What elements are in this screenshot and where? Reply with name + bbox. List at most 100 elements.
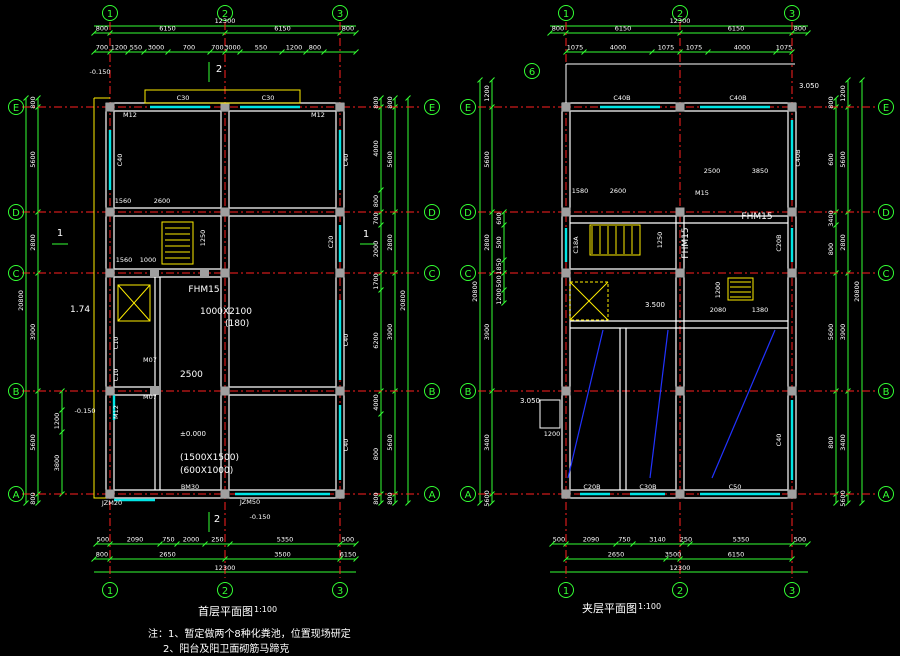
window-tag-c10-b: C10 [112, 369, 120, 382]
bottom-dim-1-text: 500 [97, 536, 109, 544]
column [335, 102, 345, 112]
r-top-dim-1-text: 6150 [615, 25, 632, 33]
dim-tick [833, 95, 839, 101]
axis2-bottom-2-label: 2 [677, 586, 683, 597]
right-dim-2-text: 1700 [372, 273, 380, 290]
door-tag-m07-b: M07 [143, 393, 157, 401]
bottom-dim-2-text: 3500 [274, 551, 291, 559]
r-dim-2500: 2500 [704, 167, 721, 175]
dim-tick [378, 95, 384, 101]
dim-tick [649, 49, 655, 55]
window-tag-c40-a: C40 [116, 154, 124, 167]
column [150, 386, 159, 395]
dim-tick [833, 500, 839, 506]
r-tag-c40: C40 [775, 434, 783, 447]
dim-tick [279, 49, 285, 55]
stair-outline [161, 221, 194, 265]
elev-ground: ±0.000 [180, 430, 206, 438]
axis2-top-2-label: 2 [677, 9, 683, 20]
axis-top-1-label: 1 [107, 9, 113, 20]
r-left-dim-1-text: 3900 [483, 324, 491, 341]
dim-tick [549, 541, 555, 547]
bottom-dim-1-text: 2090 [127, 536, 144, 544]
r-dim-1380: 1380 [752, 306, 769, 314]
column [200, 268, 209, 277]
axis-right-B-circle [424, 383, 440, 399]
top-dim-1-text: 800 [96, 25, 108, 33]
r-right-dim-1-text: 2800 [839, 234, 847, 251]
dim-tick [378, 222, 384, 228]
column [335, 207, 345, 217]
r-section-mark-6-circle [524, 63, 540, 79]
dim-tick [489, 209, 495, 215]
window-tag-c40-c: C40 [342, 334, 350, 347]
r-bottom-dim-1-text: 250 [680, 536, 692, 544]
bottom-dim-1-text: 5350 [277, 536, 294, 544]
dimension-lines [23, 25, 865, 573]
r-dim-3850: 3850 [752, 167, 769, 175]
left-dim-2-text: 3800 [53, 455, 61, 472]
dim-tick [805, 30, 811, 36]
axis-left-C-circle [8, 265, 24, 281]
dim-tick [805, 541, 811, 547]
balcony-outline [93, 98, 106, 499]
axis-right-C-label: C [429, 269, 436, 280]
ground-plan-title: 首层平面图 [198, 605, 253, 618]
r-elevator-shaft [569, 281, 609, 321]
r-tag-c50: C50 [729, 483, 742, 491]
top-dim-2-text: 3000 [224, 44, 241, 52]
r-tag-c20b-2: C20B [583, 483, 600, 491]
axis-bottom-1-label: 1 [107, 586, 113, 597]
r-bottom-dim-2-text: 6150 [728, 551, 745, 559]
column [787, 268, 797, 278]
axis-left-A-circle [8, 486, 24, 502]
top-dim-2-text: 700 [211, 44, 223, 52]
right-dim-1-text: 5600 [386, 434, 394, 451]
r-left-dim-1-text: 5600 [483, 151, 491, 168]
dim-tick [353, 30, 359, 36]
right-dim-2-text: 700 [372, 212, 380, 224]
dim-tick [23, 95, 29, 101]
dim-tick [237, 49, 243, 55]
dim-tick [125, 49, 131, 55]
column [105, 489, 115, 499]
dim-tick [677, 556, 683, 562]
column [220, 268, 230, 278]
r-top-dim-1-text: 6150 [728, 25, 745, 33]
r-right-dim-2-text: 800 [827, 243, 835, 255]
top-dim-2-text: 550 [130, 44, 142, 52]
right-dim-2-text: 800 [372, 195, 380, 207]
columns [105, 102, 797, 499]
door-tag-jzm50: JZM50 [239, 498, 260, 506]
dim-tick [563, 556, 569, 562]
axis-left-E-label: E [13, 103, 19, 114]
dim-tick [165, 49, 171, 55]
r-top-dim-2-text: 1075 [567, 44, 584, 52]
axis2-left-D-label: D [464, 208, 472, 219]
section-mark-2b: 2 [214, 514, 220, 525]
axis2-right-C-circle [878, 265, 894, 281]
dim-tick [563, 541, 569, 547]
axis-bottom-3-label: 3 [337, 586, 343, 597]
bottom-dim-2-text: 2650 [159, 551, 176, 559]
r-right-dim-2-text: 3400 [827, 210, 835, 227]
hole-size-1: (1500X1500) [180, 453, 239, 463]
axis-bottom-3-circle [332, 582, 348, 598]
axis2-bottom-1-label: 1 [563, 586, 569, 597]
door-size-1b: (180) [225, 319, 249, 329]
dim-tick [207, 49, 213, 55]
roof-plan-scale: 1:100 [638, 602, 662, 611]
r-bottom-dim-1-text: 500 [553, 536, 565, 544]
top-dim-2-text: 700 [96, 44, 108, 52]
axis-left-B-circle [8, 383, 24, 399]
r-tag-c30b: C30B [639, 483, 656, 491]
r-left-dim-2-text: 500 [495, 236, 503, 248]
door-tag-m12-c: M12 [112, 405, 120, 419]
axis-top-3-circle [332, 5, 348, 21]
r-left-dim-1-text: 5600 [483, 490, 491, 507]
column [787, 386, 797, 396]
axis2-right-E-circle [878, 99, 894, 115]
column [105, 102, 115, 112]
r-top-dim-2-text: 4000 [610, 44, 627, 52]
column [675, 207, 685, 217]
